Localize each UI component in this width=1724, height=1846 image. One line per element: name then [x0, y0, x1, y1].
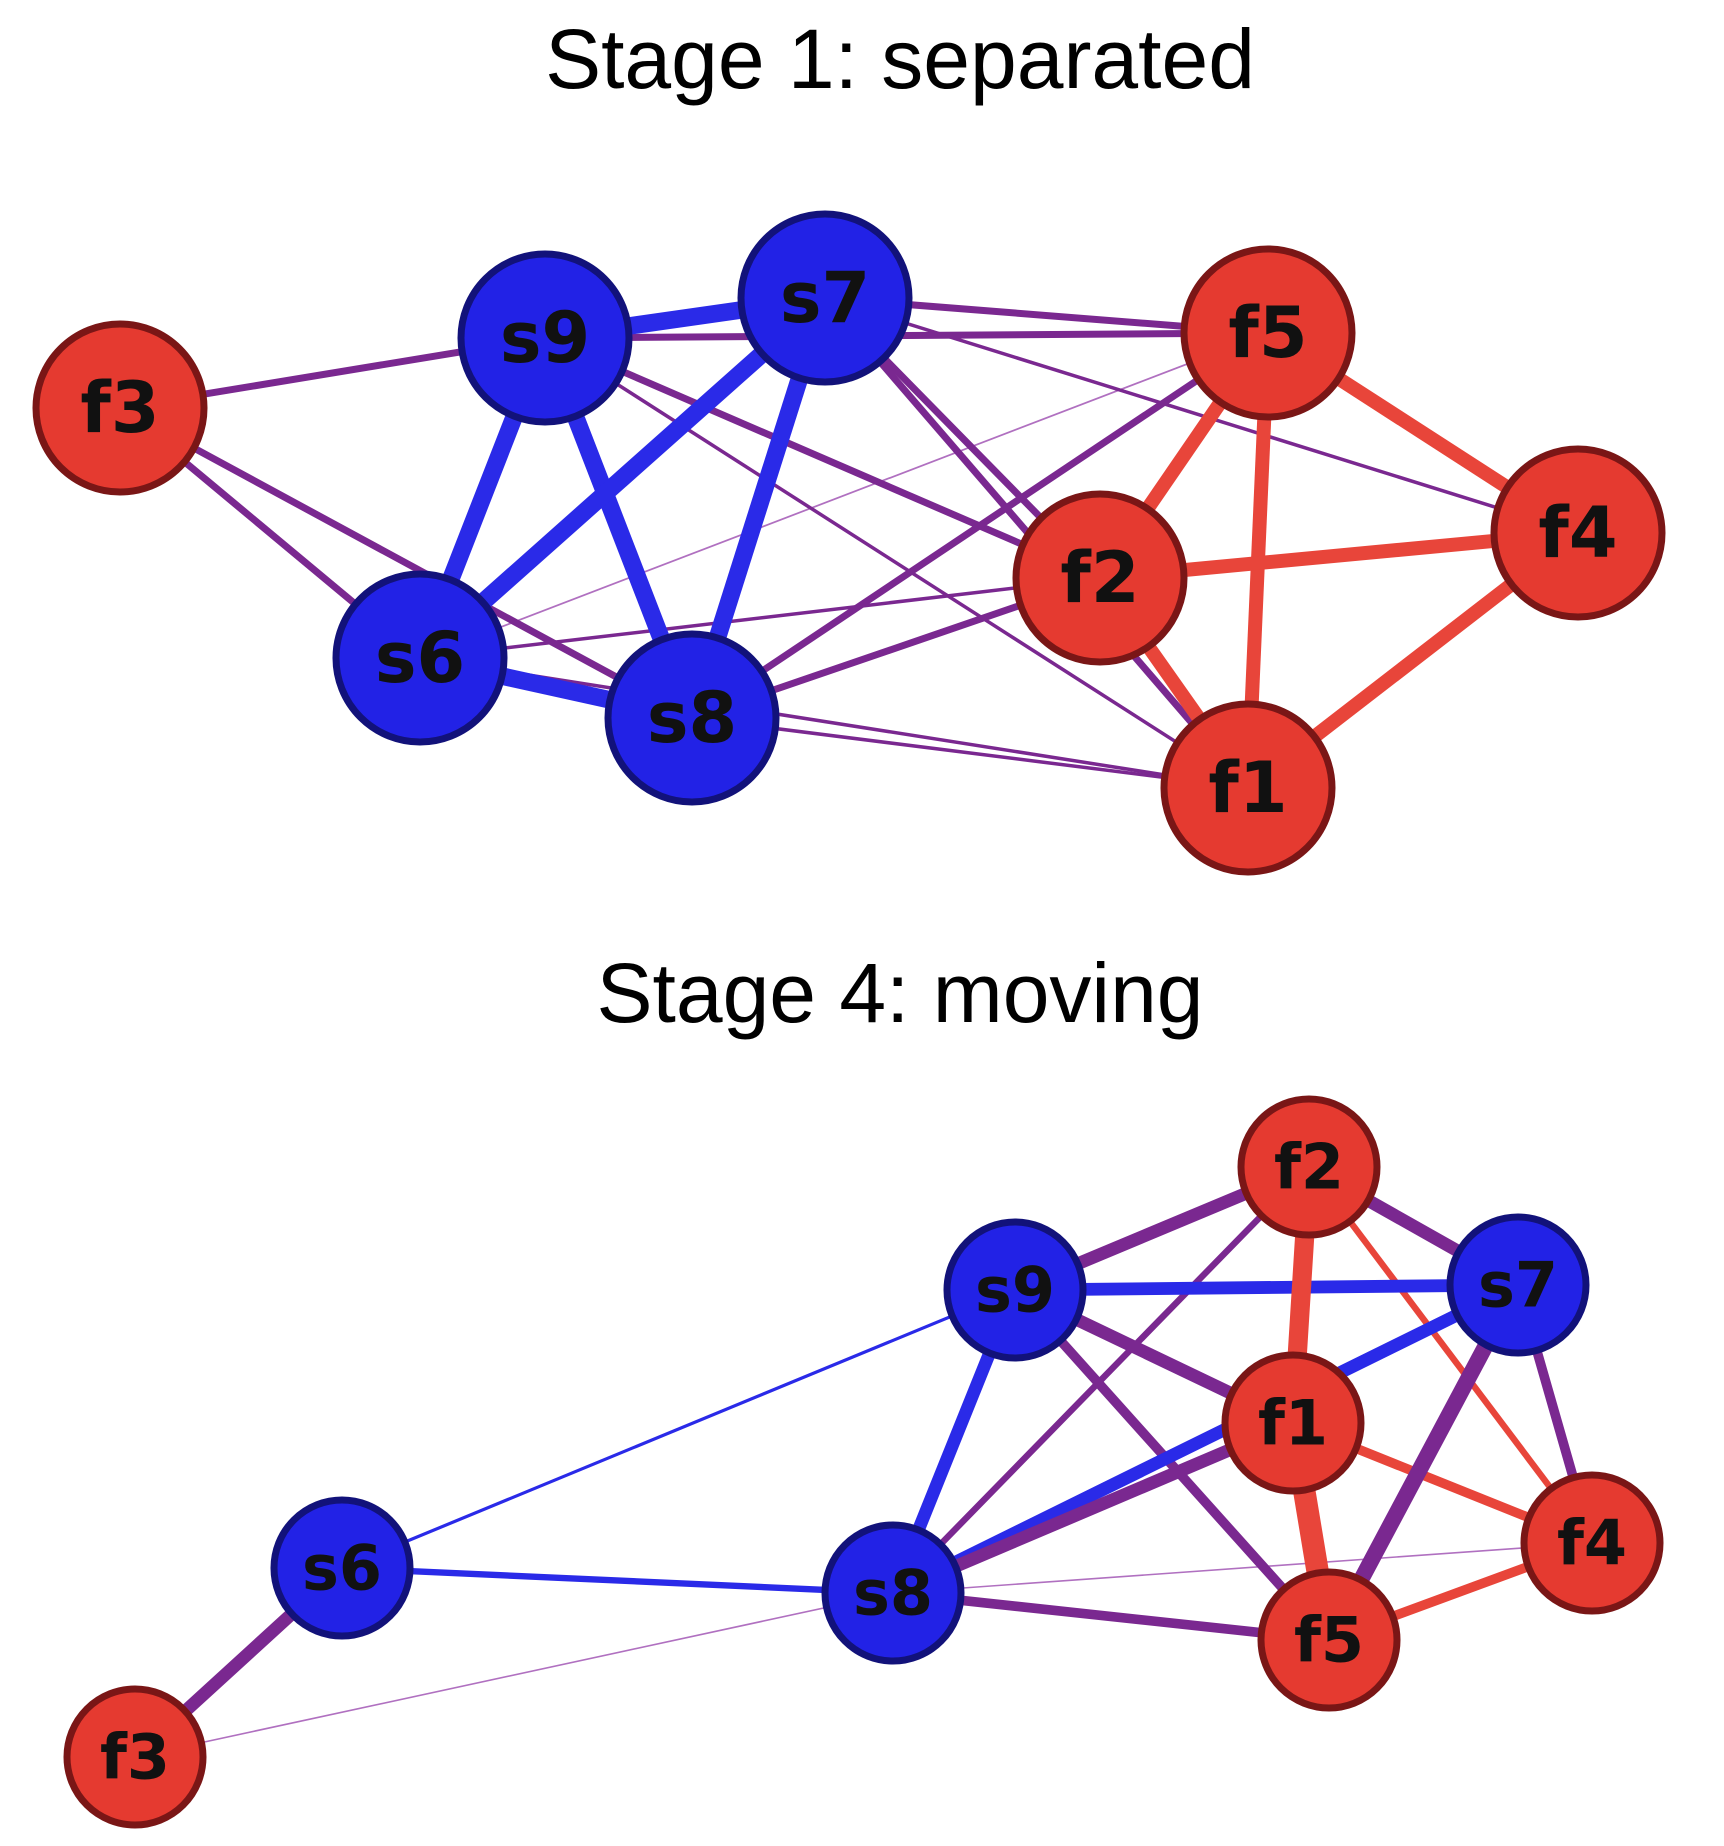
stage4-edge-s9-s7 — [1014, 1278, 1519, 1297]
stage1-node-f1: f1 — [1160, 700, 1336, 876]
stage1-node-f4: f4 — [1490, 445, 1666, 621]
stage1-node-s9: s9 — [457, 250, 633, 426]
stage4-node-f4: f4 — [1520, 1471, 1664, 1615]
stage4-node-circle-f3 — [63, 1685, 207, 1829]
stage1-node-label-f1: f1 — [1208, 747, 1287, 829]
stage1-node-label-f5: f5 — [1228, 292, 1307, 374]
stage1-node-f2: f2 — [1012, 490, 1188, 666]
stage4-node-circle-s6 — [270, 1496, 414, 1640]
stage1-title: Stage 1: separated — [545, 12, 1255, 106]
stage4-node-label-f4: f4 — [1557, 1507, 1627, 1580]
stage4-node-circle-f2 — [1237, 1095, 1381, 1239]
stage1-edge-s6-f2 — [419, 576, 1101, 660]
stage1-node-circle-s9 — [457, 250, 633, 426]
stage4-edge-s6-s8 — [341, 1564, 894, 1597]
stage4-edge-s8-f1 — [890, 1417, 1296, 1599]
stage4-nodes: f2 s9 s7 f1 f4 s6 s8 f5 f3 — [63, 1095, 1664, 1829]
stage1-edge-s8-f1 — [691, 716, 1249, 790]
stage4-edge-s6-s9 — [341, 1288, 1016, 1570]
stage4-node-label-s9: s9 — [975, 1254, 1055, 1327]
stage1-node-circle-s6 — [332, 570, 508, 746]
stage1-node-s8: s8 — [604, 630, 780, 806]
stage4-title: Stage 4: moving — [596, 946, 1203, 1040]
stage4-edge-s9-f5 — [1011, 1286, 1333, 1644]
stage4-node-circle-s7 — [1446, 1213, 1590, 1357]
stage4-edge-f3-s8 — [134, 1592, 894, 1758]
stage1-edge-s7-s6 — [414, 291, 831, 665]
stage1-nodes: f3 s9 s7 f5 f4 f2 s6 s8 f1 — [32, 210, 1666, 876]
stage1-node-circle-f3 — [32, 320, 208, 496]
stage1-node-f3: f3 — [32, 320, 208, 496]
stage1-edge-f3-s8 — [118, 404, 694, 722]
stage4-node-f1: f1 — [1221, 1351, 1365, 1495]
stage4-node-label-f3: f3 — [100, 1721, 170, 1794]
stage1-node-s7: s7 — [737, 210, 913, 386]
stage1-edge-s9-f2 — [543, 334, 1102, 582]
stage1-node-circle-f5 — [1180, 245, 1356, 421]
stage4-node-s6: s6 — [270, 1496, 414, 1640]
stage4-node-label-f5: f5 — [1294, 1604, 1364, 1677]
stage1-node-label-f2: f2 — [1060, 537, 1139, 619]
stage4-edge-s8-f5 — [892, 1588, 1330, 1645]
stage1-node-label-f4: f4 — [1538, 492, 1617, 574]
stage4-edge-s8-s7 — [890, 1279, 1521, 1599]
stage4-node-s9: s9 — [943, 1218, 1087, 1362]
stage1-edge-s9-f1 — [544, 336, 1249, 790]
stage1-node-circle-s8 — [604, 630, 780, 806]
stage1-node-circle-s7 — [737, 210, 913, 386]
stage4-node-f2: f2 — [1237, 1095, 1381, 1239]
stage4-edge-s8-f4 — [892, 1542, 1593, 1594]
stage4-node-label-s7: s7 — [1478, 1249, 1558, 1322]
stage4-node-circle-f4 — [1520, 1471, 1664, 1615]
stage1-edge-s6-f5 — [419, 332, 1269, 659]
stage4-node-s7: s7 — [1446, 1213, 1590, 1357]
stage1-node-label-f3: f3 — [80, 367, 159, 449]
stage4-node-circle-f5 — [1257, 1568, 1401, 1712]
stage4-network: f2 s9 s7 f1 f4 s6 s8 f5 f3 — [63, 1095, 1664, 1829]
stage1-edge-s9-f5 — [544, 329, 1269, 342]
stage4-node-f3: f3 — [63, 1685, 207, 1829]
stage4-node-label-f1: f1 — [1258, 1387, 1328, 1460]
stage1-edge-s8-f5 — [690, 330, 1270, 721]
stage1-node-label-s9: s9 — [500, 297, 590, 379]
stage1-node-label-s6: s6 — [375, 617, 465, 699]
stage4-node-circle-f1 — [1221, 1351, 1365, 1495]
stage4-node-label-f2: f2 — [1274, 1131, 1344, 1204]
stage4-node-circle-s8 — [821, 1521, 965, 1665]
stage1-node-s6: s6 — [332, 570, 508, 746]
stage4-node-circle-s9 — [943, 1218, 1087, 1362]
stage1-node-f5: f5 — [1180, 245, 1356, 421]
stage1-node-label-s8: s8 — [647, 677, 737, 759]
stage1-node-circle-f4 — [1490, 445, 1666, 621]
stage1-node-circle-f1 — [1160, 700, 1336, 876]
stage1-network: f3 s9 s7 f5 f4 f2 s6 s8 f1 — [32, 210, 1666, 876]
stage1-node-label-s7: s7 — [780, 257, 870, 339]
stage4-node-label-s8: s8 — [853, 1557, 933, 1630]
stage4-edge-f2-f4 — [1306, 1165, 1595, 1545]
stage4-node-label-s6: s6 — [302, 1532, 382, 1605]
stage1-node-circle-f2 — [1012, 490, 1188, 666]
stage4-node-s8: s8 — [821, 1521, 965, 1665]
stage4-node-f5: f5 — [1257, 1568, 1401, 1712]
